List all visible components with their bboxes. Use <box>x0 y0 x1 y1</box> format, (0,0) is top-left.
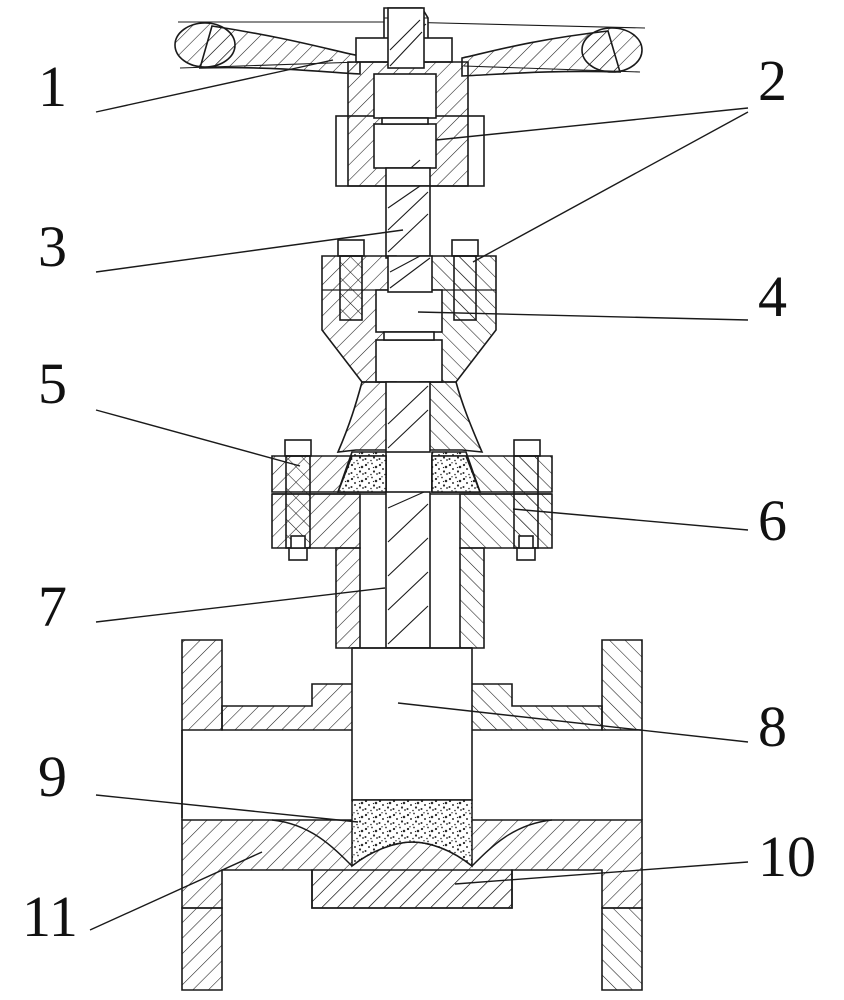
disc-insert-group <box>351 799 473 868</box>
bonnet-neck-group <box>336 381 484 453</box>
gate-disc-group <box>351 647 473 801</box>
callout-label-10: 10 <box>758 824 816 889</box>
leader-3 <box>95 229 404 273</box>
callout-label-3: 3 <box>38 214 67 279</box>
leader-5 <box>95 409 301 467</box>
callout-label-8: 8 <box>758 694 787 759</box>
callout-label-11: 11 <box>22 884 78 949</box>
bonnet-flange-group <box>271 439 553 561</box>
yoke-block-group <box>335 7 485 187</box>
callout-label-5: 5 <box>38 351 67 416</box>
valve-body-group <box>181 639 643 991</box>
leader-1 <box>95 59 334 113</box>
callout-label-6: 6 <box>758 488 787 553</box>
callout-label-9: 9 <box>38 744 67 809</box>
leader-10 <box>454 861 749 885</box>
leader-7 <box>95 587 386 623</box>
leader-4 <box>417 311 749 321</box>
callout-label-7: 7 <box>38 574 67 639</box>
bonnet-skirt-group <box>335 491 485 649</box>
callout-label-4: 4 <box>758 264 787 329</box>
leader-6 <box>512 508 749 531</box>
leader-2a <box>435 107 749 141</box>
leader-8 <box>397 702 749 743</box>
leader-lines-group <box>89 59 749 931</box>
leader-11 <box>89 851 263 931</box>
leader-9 <box>95 794 359 823</box>
gland-assembly-group <box>321 239 497 383</box>
leader-2b <box>472 111 749 263</box>
callout-label-1: 1 <box>38 54 67 119</box>
valve-stem-group <box>385 185 431 259</box>
callout-label-2: 2 <box>758 48 787 113</box>
